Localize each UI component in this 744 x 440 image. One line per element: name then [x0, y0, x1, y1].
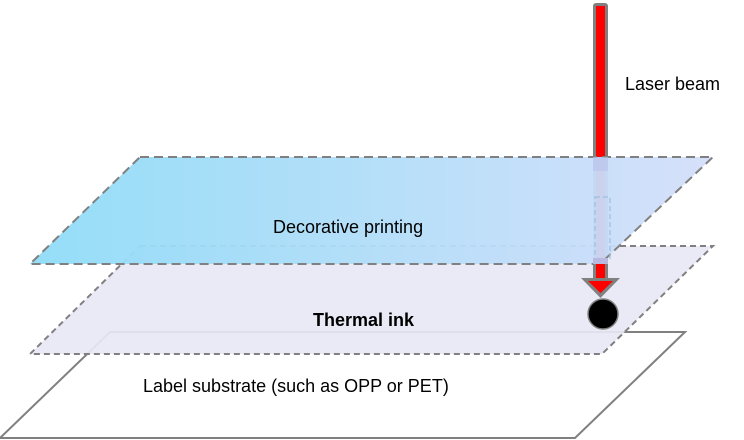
decorative-printing-label: Decorative printing	[273, 217, 424, 237]
laser-beam-label: Laser beam	[625, 74, 721, 94]
label-substrate-label: Label substrate (such as OPP or PET)	[143, 376, 449, 396]
beam-entry-mark	[593, 157, 608, 171]
laser-arrow	[581, 258, 620, 298]
thermal-ink-label: Thermal ink	[313, 310, 415, 330]
thermal-ink-dot	[587, 298, 619, 330]
